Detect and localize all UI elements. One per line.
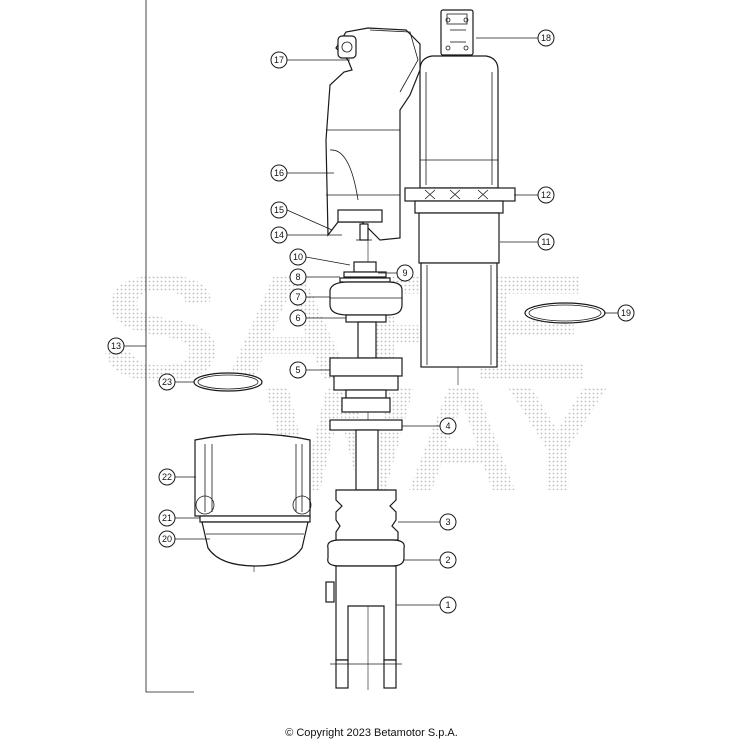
callout-circle bbox=[158, 373, 176, 391]
callout-number: 13 bbox=[111, 341, 121, 351]
callout-number: 23 bbox=[162, 377, 172, 387]
piston bbox=[345, 314, 387, 359]
callout-circle bbox=[270, 51, 288, 69]
callout-12: 12 bbox=[514, 186, 555, 204]
callout-circle bbox=[439, 596, 457, 614]
circlip-left bbox=[193, 372, 263, 392]
callout-3: 3 bbox=[398, 513, 457, 531]
spring-seat bbox=[199, 515, 311, 567]
shock-head bbox=[325, 27, 421, 241]
lower-body bbox=[327, 539, 405, 567]
callout-number: 2 bbox=[445, 555, 450, 565]
callout-circle bbox=[537, 29, 555, 47]
callout-1: 1 bbox=[396, 596, 457, 614]
callout-circle bbox=[439, 417, 457, 435]
reservoir-cap bbox=[440, 9, 474, 56]
callout-10: 10 bbox=[289, 248, 351, 266]
bump-rubber bbox=[335, 489, 399, 541]
callout-number: 8 bbox=[295, 272, 300, 282]
circlip-right bbox=[524, 302, 606, 324]
callout-leader bbox=[286, 209, 333, 231]
callout-11: 11 bbox=[500, 233, 555, 251]
callout-2: 2 bbox=[404, 551, 457, 569]
assembly-bracket bbox=[145, 0, 194, 693]
callout-number: 19 bbox=[621, 308, 631, 318]
callout-circle bbox=[439, 551, 457, 569]
callout-7: 7 bbox=[289, 288, 330, 306]
callout-circle bbox=[270, 164, 288, 182]
callout-circle bbox=[439, 513, 457, 531]
callout-19: 19 bbox=[604, 304, 635, 322]
copyright-notice: © Copyright 2023 Betamotor S.p.A. bbox=[285, 727, 458, 739]
callout-number: 18 bbox=[541, 33, 551, 43]
shaft bbox=[355, 429, 379, 491]
callout-number: 21 bbox=[162, 513, 172, 523]
callout-23: 23 bbox=[158, 373, 194, 391]
callout-5: 5 bbox=[289, 361, 330, 379]
clevis bbox=[325, 565, 402, 689]
washer bbox=[329, 419, 403, 431]
callout-circle bbox=[107, 337, 125, 355]
callout-21: 21 bbox=[158, 509, 200, 527]
callout-circle bbox=[289, 309, 307, 327]
callout-circle bbox=[537, 233, 555, 251]
callout-16: 16 bbox=[270, 164, 334, 182]
callout-number: 1 bbox=[445, 600, 450, 610]
valve-stack bbox=[329, 357, 403, 413]
callout-20: 20 bbox=[158, 530, 210, 548]
callout-circle bbox=[289, 248, 307, 266]
callout-17: 17 bbox=[270, 51, 350, 69]
callout-18: 18 bbox=[476, 29, 555, 47]
callout-circle bbox=[289, 268, 307, 286]
callout-number: 3 bbox=[445, 517, 450, 527]
callout-9: 9 bbox=[378, 264, 414, 282]
callout-number: 14 bbox=[274, 230, 284, 240]
callout-circle bbox=[270, 226, 288, 244]
callout-4: 4 bbox=[402, 417, 457, 435]
watermark-line2: WAY bbox=[265, 354, 610, 522]
spring bbox=[194, 433, 312, 517]
callout-number: 15 bbox=[274, 205, 284, 215]
callout-number: 22 bbox=[162, 472, 172, 482]
callout-number: 10 bbox=[293, 252, 303, 262]
callout-number: 7 bbox=[295, 292, 300, 302]
callout-leader bbox=[305, 256, 351, 266]
callout-circle bbox=[617, 304, 635, 322]
callout-circle bbox=[289, 288, 307, 306]
callout-number: 16 bbox=[274, 168, 284, 178]
callout-circle bbox=[537, 186, 555, 204]
callout-13: 13 bbox=[107, 337, 146, 355]
callout-number: 9 bbox=[402, 268, 407, 278]
callout-number: 20 bbox=[162, 534, 172, 544]
reservoir-body bbox=[404, 55, 516, 368]
callout-circle bbox=[289, 361, 307, 379]
callout-8: 8 bbox=[289, 268, 340, 286]
callout-number: 4 bbox=[445, 421, 450, 431]
callout-number: 6 bbox=[295, 313, 300, 323]
callout-circle bbox=[158, 530, 176, 548]
callout-number: 17 bbox=[274, 55, 284, 65]
callout-14: 14 bbox=[270, 226, 342, 244]
callout-circle bbox=[270, 201, 288, 219]
callout-number: 5 bbox=[295, 365, 300, 375]
callout-circle bbox=[158, 509, 176, 527]
top-nut-washers bbox=[339, 261, 391, 283]
callout-number: 12 bbox=[541, 190, 551, 200]
callout-15: 15 bbox=[270, 201, 333, 231]
callout-circle bbox=[396, 264, 414, 282]
callout-number: 11 bbox=[541, 237, 550, 247]
top-bump-stop bbox=[329, 281, 403, 316]
callout-22: 22 bbox=[158, 468, 196, 486]
callout-circle bbox=[158, 468, 176, 486]
callout-6: 6 bbox=[289, 309, 346, 327]
